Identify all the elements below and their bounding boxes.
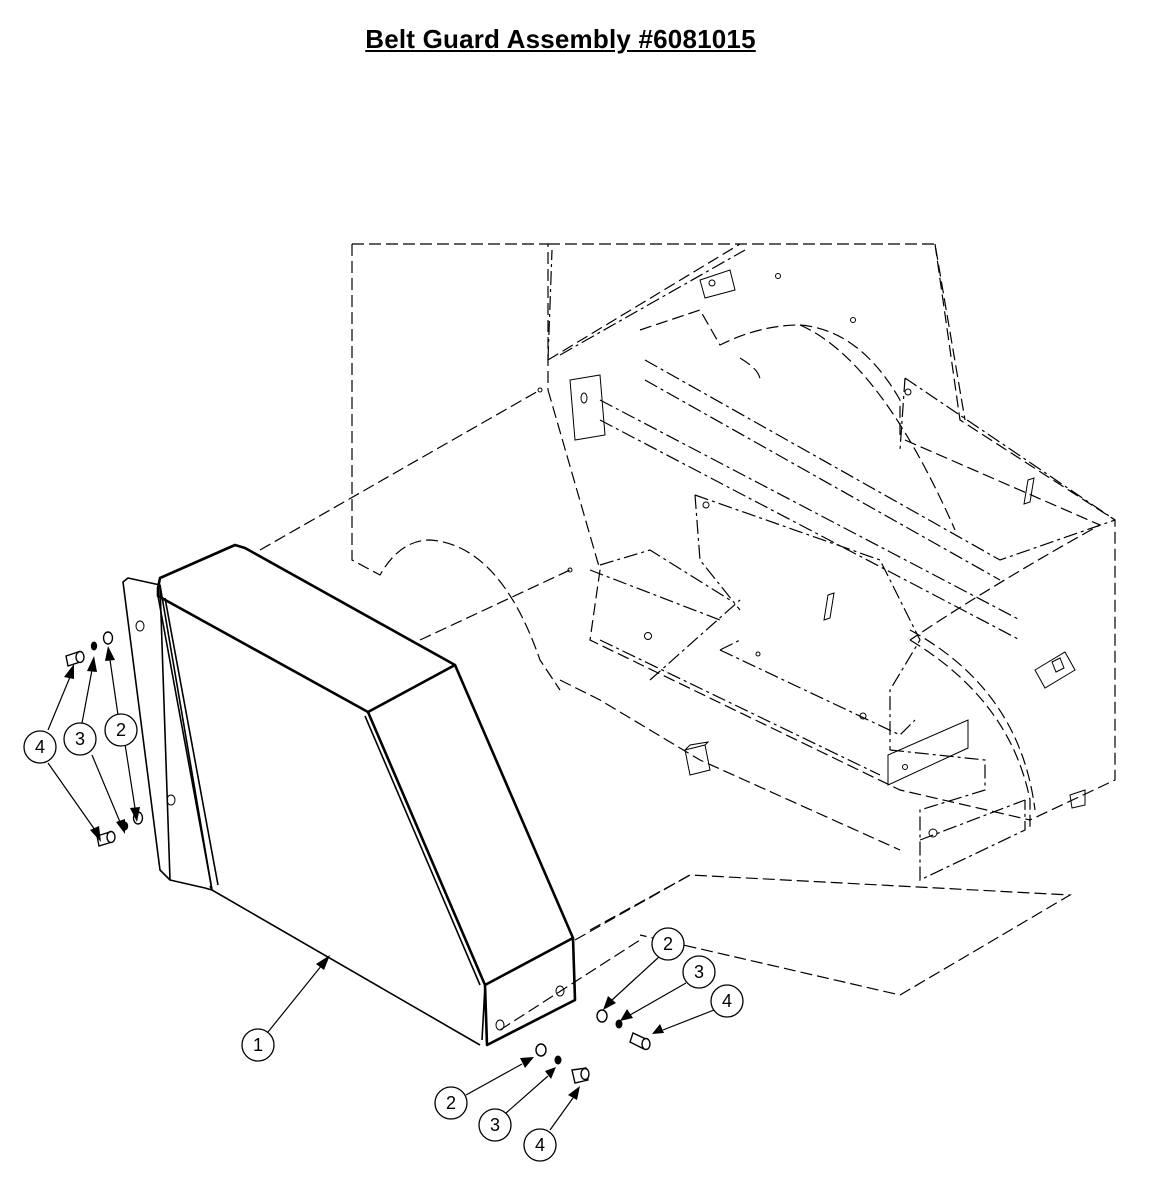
- callout-3-bottom: 3: [478, 1108, 512, 1142]
- hardware-upper-left: [65, 631, 114, 667]
- callout-1-label: 1: [253, 1035, 263, 1055]
- callout-2-bottom-label: 2: [446, 1093, 456, 1113]
- callout-4-left: 4: [23, 730, 57, 764]
- callout-4-left-label: 4: [35, 737, 45, 757]
- machine-frame-phantom: [259, 243, 1116, 1031]
- callout-4-right: 4: [710, 984, 744, 1018]
- callout-2-right: 2: [651, 927, 685, 961]
- diagram-title: Belt Guard Assembly #6081015: [365, 24, 756, 54]
- callout-2-right-label: 2: [663, 934, 673, 954]
- callout-3-bottom-label: 3: [490, 1115, 500, 1135]
- callout-3-right: 3: [682, 955, 716, 989]
- callout-3-left-label: 3: [75, 729, 85, 749]
- callout-4-bottom-label: 4: [535, 1135, 545, 1155]
- callout-4-bottom: 4: [523, 1128, 557, 1162]
- callout-4-right-label: 4: [722, 991, 732, 1011]
- callout-2-bottom: 2: [434, 1086, 468, 1120]
- callout-2-left-label: 2: [116, 720, 126, 740]
- hardware-lower-left: [96, 811, 144, 847]
- callout-3-left: 3: [63, 722, 97, 756]
- callout-3-right-label: 3: [694, 962, 704, 982]
- callout-2-left: 2: [104, 713, 138, 747]
- hardware-right: [596, 1009, 651, 1051]
- hardware-bottom: [535, 1043, 590, 1084]
- leader-lines: [47, 646, 715, 1131]
- belt-guard: [122, 543, 577, 1047]
- callout-1: 1: [241, 1028, 275, 1062]
